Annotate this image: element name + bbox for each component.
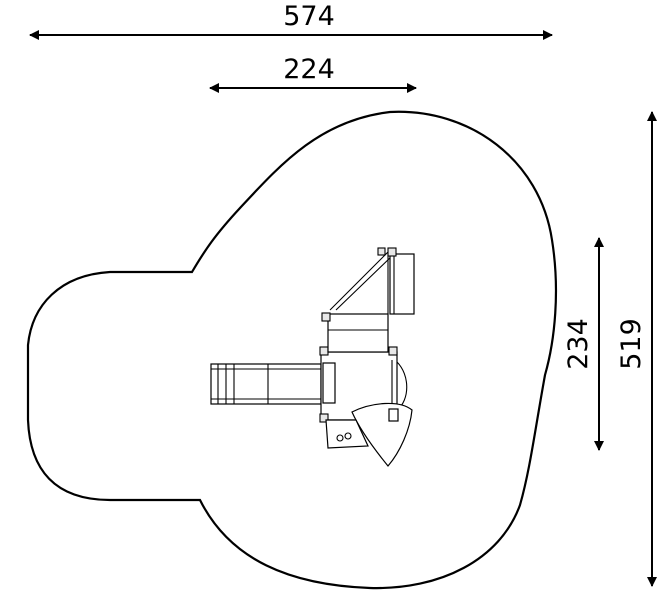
slide xyxy=(210,363,322,405)
activity-panel xyxy=(325,419,369,449)
overall-depth-dimension: 519 xyxy=(616,111,657,587)
curved-panel xyxy=(351,402,413,467)
overall-width-label: 574 xyxy=(283,1,335,32)
slide-chute xyxy=(210,363,322,405)
structure-depth-label: 234 xyxy=(563,318,594,370)
overall-width-dimension: 574 xyxy=(29,1,553,40)
structure-width-dimension: 224 xyxy=(209,54,417,93)
overall-depth-label: 519 xyxy=(616,318,647,370)
upper-deck xyxy=(327,313,389,353)
structure-width-label: 224 xyxy=(283,54,335,85)
safety-zone-outline xyxy=(26,110,558,590)
activity-panel-shape xyxy=(325,419,369,449)
upper-platform xyxy=(321,247,415,353)
structure-depth-dimension: 234 xyxy=(563,237,604,451)
